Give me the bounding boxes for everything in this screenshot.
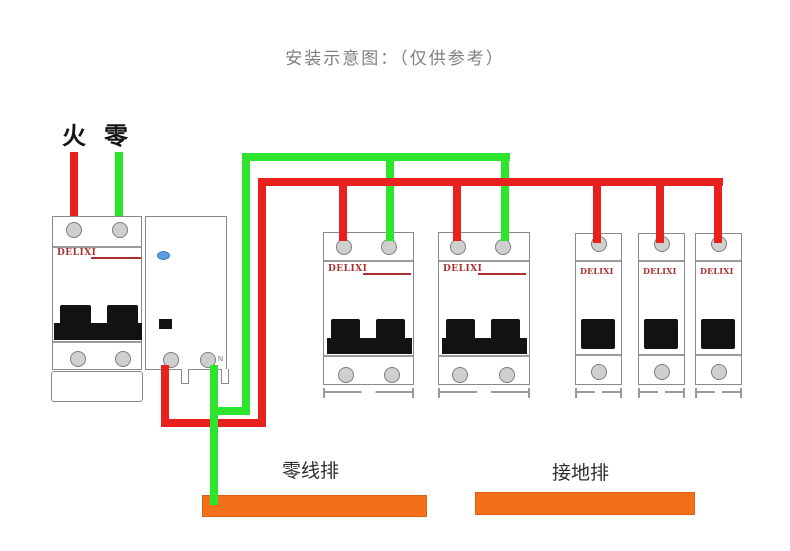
- breaker-toggle: [331, 319, 360, 340]
- divider: [439, 355, 529, 357]
- divider: [696, 354, 741, 356]
- branch-breaker-2p-1: DELIXI: [323, 232, 414, 385]
- terminal: [336, 239, 352, 255]
- neutral-loop-wire: [210, 407, 250, 415]
- neutral-feed-wire: [115, 152, 123, 216]
- divider: [324, 355, 413, 357]
- divider: [696, 260, 741, 262]
- divider: [324, 260, 413, 262]
- din-rail-mark: [438, 388, 530, 398]
- test-button: [159, 319, 172, 329]
- terminal: [495, 239, 511, 255]
- din-clip: [221, 369, 229, 384]
- brand-label: DELIXI: [580, 266, 614, 276]
- terminal: [112, 222, 128, 238]
- terminal: [163, 352, 179, 368]
- live-drop-wire: [339, 186, 347, 241]
- breaker-toggle-bar: [442, 338, 527, 354]
- live-feed-wire: [70, 152, 78, 216]
- live-module-wire: [161, 365, 169, 427]
- breaker-toggle-bar: [54, 323, 142, 340]
- brand-label: DELIXI: [57, 248, 97, 258]
- din-rail-mark: [323, 388, 414, 398]
- brand-label: DELIXI: [328, 264, 368, 274]
- terminal: [384, 367, 400, 383]
- main-breaker-base: [51, 371, 143, 402]
- divider: [53, 246, 141, 248]
- terminal: [654, 364, 670, 380]
- brand-label: DELIXI: [700, 266, 734, 276]
- ground-bus-bar-label: 接地排: [552, 463, 610, 484]
- divider: [439, 260, 529, 262]
- breaker-toggle: [644, 319, 678, 349]
- divider: [53, 341, 141, 343]
- terminal: [452, 367, 468, 383]
- terminal: [450, 239, 466, 255]
- breaker-toggle: [60, 305, 91, 325]
- neutral-to-bar-wire: [210, 365, 218, 505]
- breaker-toggle-bar: [327, 338, 412, 354]
- neutral-bus-bar-label: 零线排: [282, 461, 340, 482]
- brand-label: DELIXI: [643, 266, 677, 276]
- divider: [639, 354, 684, 356]
- breaker-toggle: [107, 305, 138, 325]
- live-drop-wire: [656, 186, 664, 243]
- terminal: [200, 352, 216, 368]
- live-wire-label: 火: [62, 123, 86, 150]
- live-drop-wire: [714, 186, 722, 243]
- terminal: [591, 364, 607, 380]
- main-breaker: DELIXI: [52, 216, 142, 370]
- live-riser-wire: [258, 186, 266, 427]
- din-rail-mark: [638, 388, 685, 398]
- divider: [576, 260, 621, 262]
- branch-breaker-1p-3: DELIXI: [695, 233, 742, 385]
- terminal: [338, 367, 354, 383]
- terminal: [115, 351, 131, 367]
- neutral-bus-wire: [242, 153, 510, 161]
- neutral-terminal-label: N: [218, 356, 224, 363]
- din-rail-mark: [695, 388, 742, 398]
- breaker-toggle: [701, 319, 735, 349]
- breaker-toggle: [581, 319, 615, 349]
- din-clip: [181, 369, 189, 384]
- live-bus-wire: [258, 178, 723, 186]
- brand-underline: [363, 273, 411, 275]
- branch-breaker-1p-2: DELIXI: [638, 233, 685, 385]
- divider: [576, 354, 621, 356]
- live-drop-wire: [593, 186, 601, 243]
- brand-underline: [91, 257, 141, 259]
- neutral-bus-bar: [202, 495, 427, 517]
- breaker-toggle: [376, 319, 405, 340]
- din-rail-mark: [575, 388, 622, 398]
- brand-label: DELIXI: [443, 264, 483, 274]
- brand-underline: [478, 273, 526, 275]
- ground-bus-bar: [475, 492, 695, 515]
- live-drop-wire: [453, 186, 461, 241]
- neutral-riser-wire: [242, 161, 250, 415]
- breaker-toggle: [491, 319, 520, 340]
- indicator-led: [157, 251, 170, 260]
- terminal: [66, 222, 82, 238]
- terminal: [381, 239, 397, 255]
- neutral-drop-wire: [386, 161, 394, 241]
- neutral-wire-label: 零: [104, 123, 128, 150]
- terminal: [711, 364, 727, 380]
- terminal: [70, 351, 86, 367]
- branch-breaker-1p-1: DELIXI: [575, 233, 622, 385]
- diagram-title: 安装示意图：（仅供参考）: [285, 49, 505, 68]
- neutral-drop-wire: [501, 161, 509, 241]
- rcd-module: N: [145, 216, 227, 370]
- divider: [639, 260, 684, 262]
- branch-breaker-2p-2: DELIXI: [438, 232, 530, 385]
- breaker-toggle: [446, 319, 475, 340]
- terminal: [499, 367, 515, 383]
